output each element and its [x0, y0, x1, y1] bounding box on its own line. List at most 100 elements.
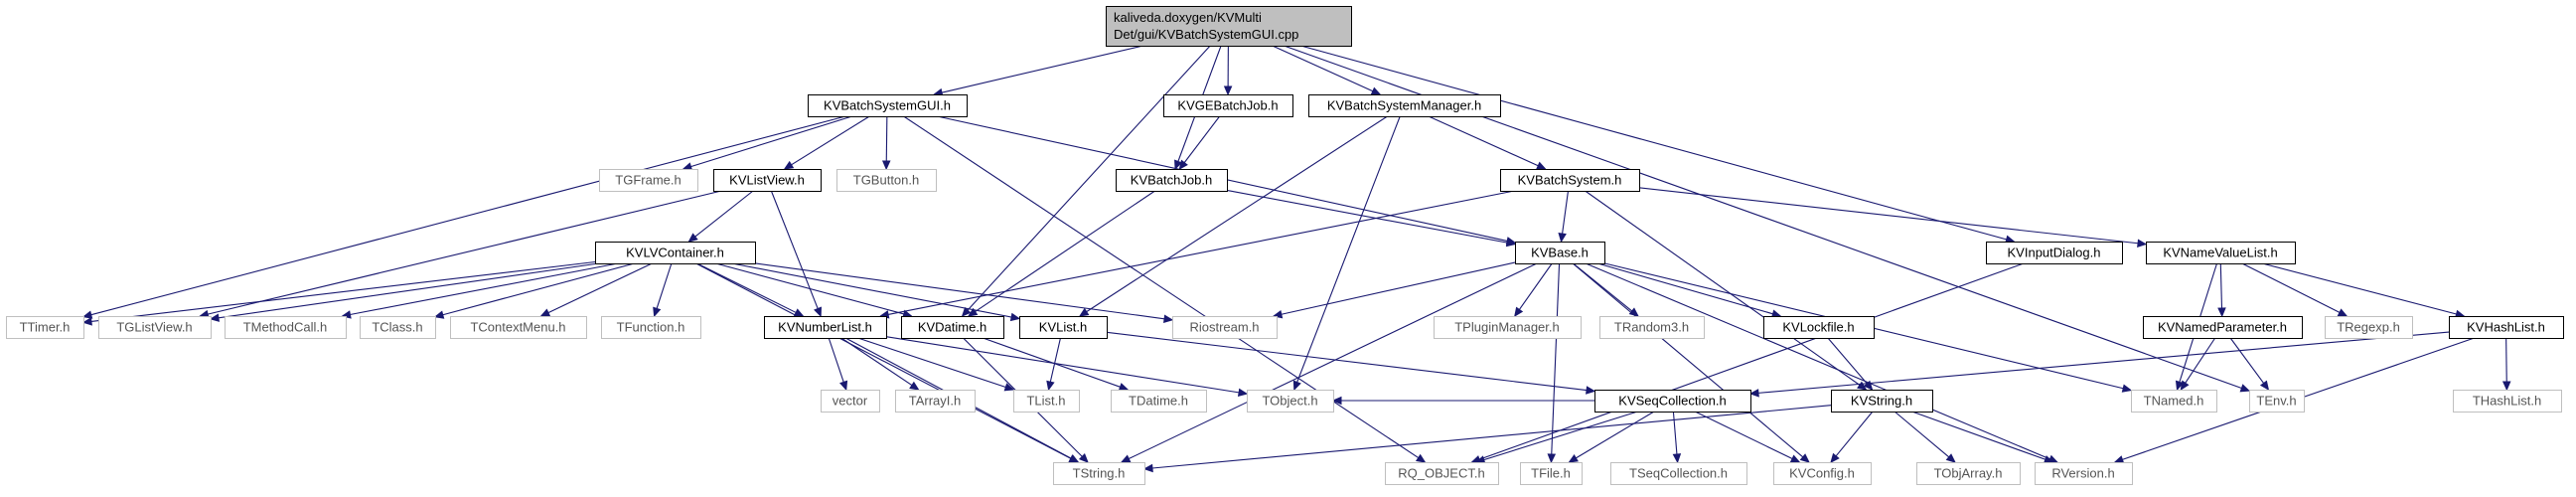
- node-kvbatchsystemgui[interactable]: KVBatchSystemGUI.h: [808, 94, 968, 117]
- edge-arrowhead: [209, 313, 221, 322]
- node-kvnamedparameter[interactable]: KVNamedParameter.h: [2143, 316, 2303, 339]
- edge-line: [715, 262, 904, 315]
- node-kvbatchsystemmanager[interactable]: KVBatchSystemManager.h: [1308, 94, 1501, 117]
- node-tdatime: TDatime.h: [1111, 390, 1207, 413]
- edge-kvnamedparameter-to-tnamed: [2180, 337, 2216, 392]
- node-label: TGFrame.h: [615, 172, 681, 187]
- edge-line: [1086, 115, 1388, 313]
- edge-kvbatchsystem-to-kvbase: [1558, 190, 1570, 244]
- edge-arrowhead: [1789, 454, 1801, 463]
- edge-kvnamevaluelist-to-kvhashlist: [2262, 262, 2466, 318]
- node-tstring: TString.h: [1053, 462, 1145, 485]
- edge-arrowhead: [793, 308, 805, 317]
- edge-arrowhead: [1078, 307, 1090, 317]
- edge-kvnumberlist-to-tobject: [885, 336, 1249, 398]
- node-riostream: Riostream.h: [1172, 316, 1278, 339]
- node-label: KVHashList.h: [2467, 319, 2545, 334]
- node-kvseqcollection[interactable]: KVSeqCollection.h: [1594, 390, 1751, 413]
- node-kvlockfile[interactable]: KVLockfile.h: [1763, 316, 1875, 339]
- edge-arrowhead: [1009, 312, 1021, 322]
- node-kvbatchsystem[interactable]: KVBatchSystem.h: [1500, 169, 1640, 192]
- edge-line: [1757, 331, 2450, 394]
- edge-arrowhead: [2113, 455, 2125, 464]
- node-kvinputdialog[interactable]: KVInputDialog.h: [1986, 242, 2123, 264]
- edge-arrowhead: [909, 381, 920, 391]
- edge-root-to-kvbatchsystemmanager: [1272, 45, 1382, 95]
- edge-line: [1576, 411, 1655, 459]
- edge-line: [1638, 187, 2139, 245]
- node-label: KVConfig.h: [1789, 465, 1855, 480]
- edge-line: [2505, 337, 2507, 383]
- edge-line: [1572, 262, 1804, 458]
- node-box: [225, 316, 347, 339]
- edge-arrowhead: [814, 306, 822, 318]
- node-kvnamevaluelist[interactable]: KVNameValueList.h: [2146, 242, 2296, 264]
- edge-kvseqcollection-to-rq_object: [1474, 411, 1638, 464]
- node-label: kaliveda.doxygen/KVMulti: [1114, 10, 1262, 25]
- edge-line: [941, 45, 1143, 93]
- node-box: [2325, 316, 2413, 339]
- node-kvhashlist[interactable]: KVHashList.h: [2449, 316, 2564, 339]
- edge-line: [731, 262, 1012, 318]
- node-kvbase[interactable]: KVBase.h: [1515, 242, 1605, 264]
- edge-kvlvcontainer-to-kvlist: [731, 262, 1021, 322]
- edge-arrowhead: [2239, 384, 2251, 393]
- edge-line: [1483, 411, 1638, 461]
- edge-kvstring-to-tstring: [1142, 405, 1832, 473]
- node-root[interactable]: kaliveda.doxygen/KVMultiDet/gui/KVBatchS…: [1106, 6, 1352, 47]
- node-kvbatchjob[interactable]: KVBatchJob.h: [1116, 169, 1228, 192]
- edge-kvbatchsystem-to-kvnumberlist: [878, 190, 1515, 319]
- edge-line: [1226, 189, 1508, 244]
- edge-line: [350, 262, 619, 316]
- node-box: [2143, 316, 2303, 339]
- node-box: [360, 316, 436, 339]
- nodes-layer: kaliveda.doxygen/KVMultiDet/gui/KVBatchS…: [6, 6, 2564, 485]
- node-box: [713, 169, 822, 192]
- node-label: KVSeqCollection.h: [1618, 393, 1726, 408]
- node-label: KVLVContainer.h: [626, 245, 724, 259]
- edge-kvnumberlist-to-tarrayi: [840, 337, 920, 391]
- node-kvgebatchjob[interactable]: KVGEBatchJob.h: [1163, 94, 1293, 117]
- node-box: [1053, 462, 1145, 485]
- edge-line: [1049, 337, 1062, 383]
- node-kvnumberlist[interactable]: KVNumberList.h: [764, 316, 887, 339]
- edge-line: [695, 262, 1072, 459]
- edge-kvnumberlist-to-tlist: [857, 337, 1015, 392]
- edge-kvlvcontainer-to-riostream: [754, 262, 1174, 323]
- node-label: vector: [833, 393, 868, 408]
- edge-arrowhead: [1547, 453, 1557, 464]
- node-label: TPluginManager.h: [1454, 319, 1560, 334]
- node-box: [1831, 390, 1933, 413]
- node-tobjarray: TObjArray.h: [1916, 462, 2021, 485]
- node-kvlvcontainer[interactable]: KVLVContainer.h: [595, 242, 756, 264]
- edge-arrowhead: [1292, 380, 1301, 392]
- node-box: [1515, 242, 1605, 264]
- edge-root-to-kvinputdialog: [1300, 45, 2016, 244]
- node-label: KVBatchSystem.h: [1518, 172, 1622, 187]
- edge-line: [1585, 262, 2050, 460]
- edge-arrowhead: [1223, 85, 1233, 96]
- node-label: KVString.h: [1851, 393, 1912, 408]
- node-kvstring[interactable]: KVString.h: [1831, 390, 1933, 413]
- edge-kvbatchsystem-to-kvstring: [1585, 190, 1868, 391]
- edge-kvlistview-to-kvnumberlist: [770, 190, 822, 318]
- edge-kvbatchsystemmanager-to-tobject: [1292, 115, 1401, 392]
- node-label: KVGEBatchJob.h: [1177, 97, 1278, 112]
- node-kvdatime[interactable]: KVDatime.h: [901, 316, 1004, 339]
- node-kvlistview[interactable]: KVListView.h: [713, 169, 822, 192]
- node-label: KVLockfile.h: [1782, 319, 1854, 334]
- node-box: [1500, 169, 1640, 192]
- node-label: TRandom3.h: [1614, 319, 1689, 334]
- edge-line: [218, 262, 599, 319]
- edge-line: [887, 190, 1515, 315]
- edge-arrowhead: [1415, 453, 1427, 463]
- node-vector: vector: [821, 390, 880, 413]
- node-tpluginmanager: TPluginManager.h: [1434, 316, 1582, 339]
- node-tcontextmenu: TContextMenu.h: [450, 316, 587, 339]
- edge-line: [1694, 411, 1793, 460]
- edge-line: [690, 115, 852, 168]
- node-kvlist[interactable]: KVList.h: [1019, 316, 1108, 339]
- node-label: KVListView.h: [729, 172, 805, 187]
- edge-arrowhead: [1003, 383, 1015, 392]
- edge-kvhashlist-to-kvseqcollection: [1748, 331, 2450, 398]
